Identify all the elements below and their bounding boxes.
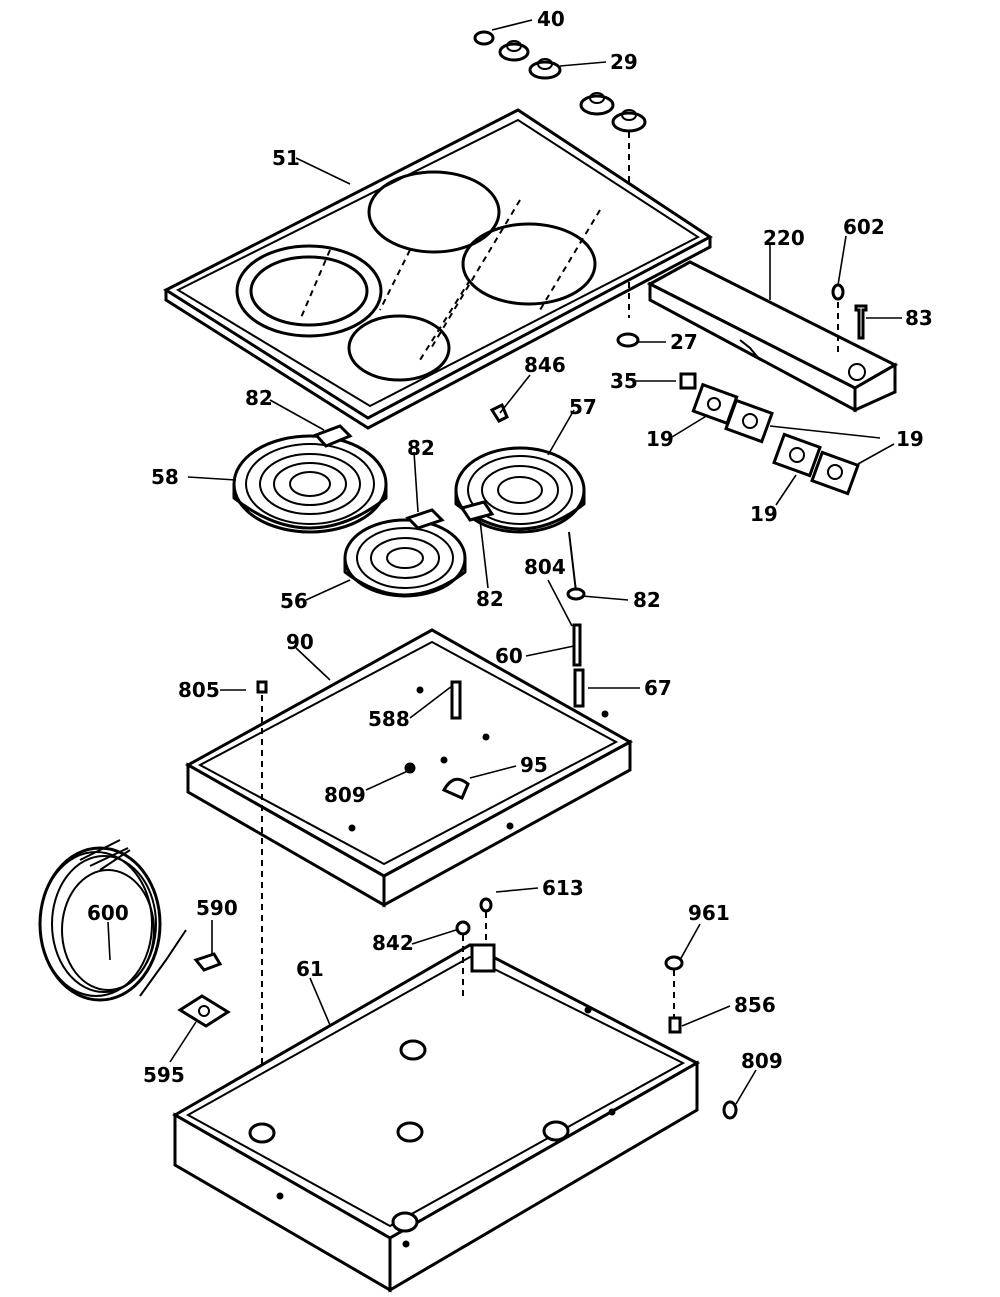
cooktop-glass-top: [162, 108, 713, 430]
burner-box-90: [184, 628, 634, 1130]
callout-19-c: 19: [750, 502, 778, 526]
grommet-27: [616, 332, 640, 348]
callout-856: 856: [734, 993, 776, 1017]
callout-35: 35: [610, 369, 638, 393]
callout-labels: 40 29 51 220 602 83 27 35 846 19 19 19 8…: [87, 7, 933, 1087]
part-961: [664, 955, 684, 971]
part-856: [668, 1016, 682, 1034]
callout-846: 846: [524, 353, 566, 377]
callout-67: 67: [644, 676, 672, 700]
callout-82-d: 82: [633, 588, 661, 612]
callout-27: 27: [670, 330, 698, 354]
callout-809-b: 809: [741, 1049, 783, 1073]
surface-unit-57: [454, 446, 586, 601]
callout-58: 58: [151, 465, 179, 489]
screw-809-base: [722, 1100, 738, 1120]
control-panel-bracket: [646, 260, 899, 413]
plate-595: [177, 994, 231, 1028]
clip-590: [193, 952, 223, 972]
callout-82-c: 82: [476, 587, 504, 611]
clip-35: [679, 372, 697, 390]
callout-19-a: 19: [646, 427, 674, 451]
post-67: [573, 668, 585, 708]
callout-60: 60: [495, 644, 523, 668]
callout-40: 40: [537, 7, 565, 31]
callout-590: 590: [196, 896, 238, 920]
callout-602: 602: [843, 215, 885, 239]
callout-51: 51: [272, 146, 300, 170]
leader-lines: [107, 19, 902, 1105]
post-60: [572, 623, 582, 667]
screw-613: [479, 897, 493, 913]
callout-56: 56: [280, 589, 308, 613]
surface-unit-58: [232, 424, 388, 534]
callout-90: 90: [286, 630, 314, 654]
callout-595: 595: [143, 1063, 185, 1087]
callout-805: 805: [178, 678, 220, 702]
callout-82-b: 82: [407, 436, 435, 460]
screw-842: [455, 920, 471, 936]
callout-809-a: 809: [324, 783, 366, 807]
callout-220: 220: [763, 226, 805, 250]
base-pan-61: [171, 912, 701, 1293]
callout-842: 842: [372, 931, 414, 955]
callout-600: 600: [87, 901, 129, 925]
callout-29: 29: [610, 50, 638, 74]
callout-61: 61: [296, 957, 324, 981]
screw-83: [854, 304, 868, 340]
callout-613: 613: [542, 876, 584, 900]
callout-82-a: 82: [245, 386, 273, 410]
callout-588: 588: [368, 707, 410, 731]
surface-unit-56: [343, 508, 467, 598]
callout-57: 57: [569, 395, 597, 419]
callout-19-b: 19: [896, 427, 924, 451]
callout-83: 83: [905, 306, 933, 330]
callout-804: 804: [524, 555, 566, 579]
screw-602: [831, 283, 845, 301]
wiring-harness: [38, 839, 187, 1002]
infinite-switches: [691, 382, 860, 496]
callout-95: 95: [520, 753, 548, 777]
callout-961: 961: [688, 901, 730, 925]
bracket-82: [566, 587, 586, 601]
control-knobs: [473, 30, 647, 222]
